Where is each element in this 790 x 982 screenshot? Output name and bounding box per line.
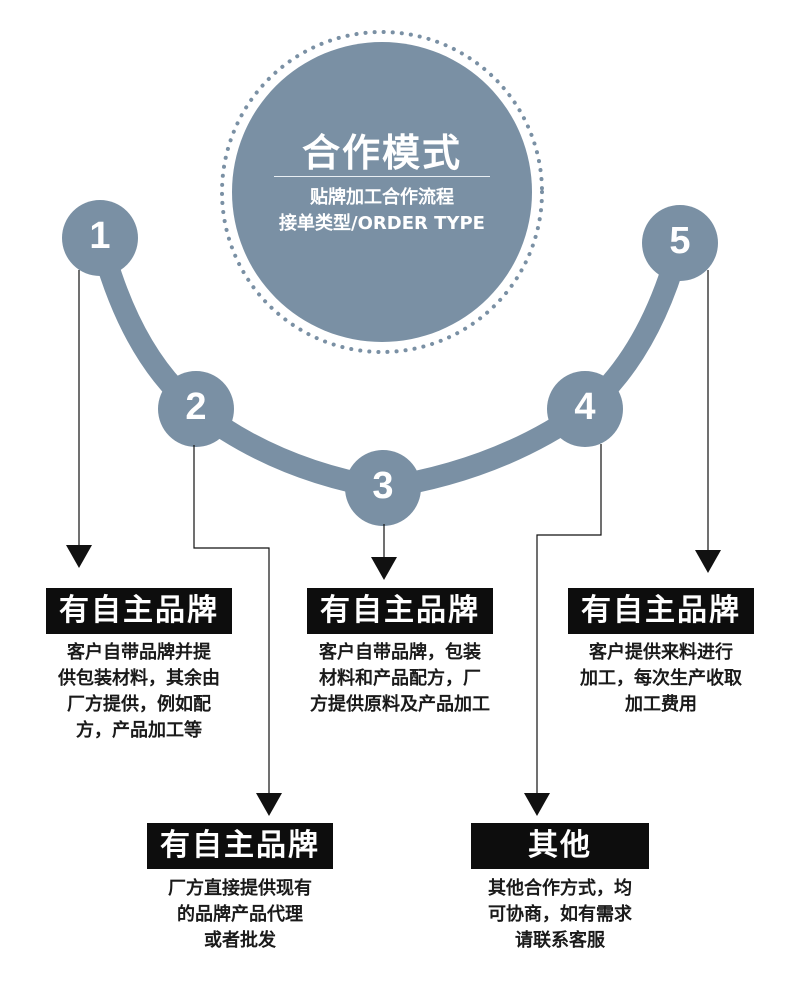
option-4-title: 其他 bbox=[471, 823, 649, 869]
arrow-4-icon bbox=[524, 793, 550, 816]
option-4-line: 请联系客服 bbox=[515, 930, 605, 951]
option-3-line: 材料和产品配方，厂 bbox=[319, 668, 481, 689]
option-5-line: 加工费用 bbox=[625, 694, 697, 715]
center-dotted-ring bbox=[220, 30, 544, 354]
center-title: 合作模式 bbox=[301, 131, 462, 175]
option-3-description: 客户自带品牌，包装 材料和产品配方，厂 方提供原料及产品加工 bbox=[282, 640, 518, 718]
center-circle bbox=[232, 42, 532, 342]
option-1-title: 有自主品牌 bbox=[46, 588, 232, 634]
node-1-circle bbox=[62, 200, 138, 276]
node-5-circle bbox=[642, 205, 718, 281]
option-4-line: 可协商，如有需求 bbox=[488, 904, 632, 925]
option-1-line: 方，产品加工等 bbox=[76, 720, 202, 741]
arrow-3-icon bbox=[371, 557, 397, 580]
connector-4 bbox=[536, 444, 602, 793]
arrow-1-icon bbox=[66, 545, 92, 568]
center-subtitle-1: 贴牌加工合作流程 bbox=[310, 187, 454, 208]
node-2-number: 2 bbox=[185, 386, 207, 428]
option-1-line: 厂方提供，例如配 bbox=[67, 694, 211, 715]
option-3-line: 方提供原料及产品加工 bbox=[310, 694, 490, 715]
option-2-line: 或者批发 bbox=[204, 930, 276, 951]
option-5-title: 有自主品牌 bbox=[568, 588, 754, 634]
center-divider bbox=[274, 176, 490, 177]
node-3-number: 3 bbox=[372, 465, 394, 507]
option-5-description: 客户提供来料进行 加工，每次生产收取 加工费用 bbox=[550, 640, 772, 718]
option-5-line: 客户提供来料进行 bbox=[589, 642, 733, 663]
option-2-description: 厂方直接提供现有 的品牌产品代理 或者批发 bbox=[140, 876, 340, 954]
node-5-number: 5 bbox=[669, 220, 691, 262]
node-3-circle bbox=[345, 450, 421, 526]
arrow-5-icon bbox=[695, 550, 721, 573]
connector-2 bbox=[193, 445, 270, 793]
option-4-line: 其他合作方式，均 bbox=[488, 878, 632, 899]
node-1-number: 1 bbox=[89, 215, 111, 257]
node-4-number: 4 bbox=[574, 386, 596, 428]
option-4-description: 其他合作方式，均 可协商，如有需求 请联系客服 bbox=[460, 876, 660, 954]
option-1-line: 客户自带品牌并提 bbox=[67, 642, 211, 663]
node-2-circle bbox=[158, 371, 234, 447]
node-4-circle bbox=[547, 371, 623, 447]
option-1-line: 供包装材料，其余由 bbox=[58, 668, 220, 689]
option-3-title: 有自主品牌 bbox=[307, 588, 493, 634]
option-2-title: 有自主品牌 bbox=[147, 823, 333, 869]
option-5-line: 加工，每次生产收取 bbox=[580, 668, 742, 689]
option-2-line: 厂方直接提供现有 bbox=[168, 878, 312, 899]
option-2-line: 的品牌产品代理 bbox=[177, 904, 303, 925]
arrow-2-icon bbox=[256, 793, 282, 816]
option-3-line: 客户自带品牌，包装 bbox=[319, 642, 481, 663]
option-1-description: 客户自带品牌并提 供包装材料，其余由 厂方提供，例如配 方，产品加工等 bbox=[30, 640, 248, 744]
center-subtitle-2: 接单类型/ORDER TYPE bbox=[279, 213, 485, 234]
